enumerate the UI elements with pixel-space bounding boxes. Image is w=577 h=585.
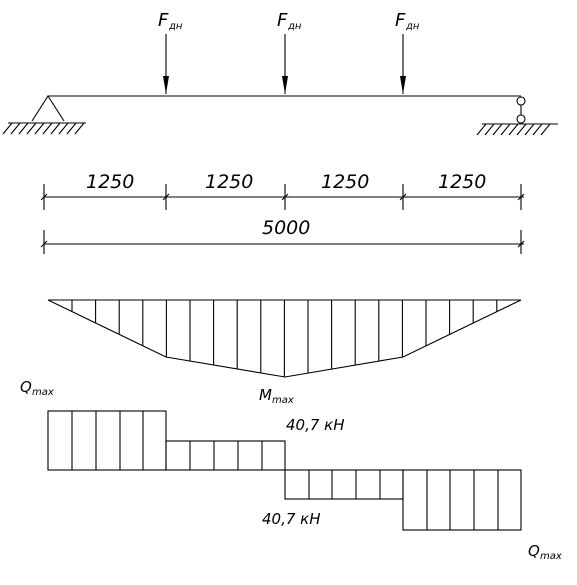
- dimension-segment-1: 1250: [86, 171, 134, 193]
- right-roller-support: [476, 96, 558, 136]
- dimension-segment-3: 1250: [321, 171, 369, 193]
- moment-diagram: [47, 299, 522, 378]
- load-label-2-main: F: [277, 10, 288, 31]
- beam-structure: [2, 94, 558, 136]
- load-label-2-sub: дн: [287, 21, 302, 32]
- load-arrow-2: F дн: [277, 10, 302, 94]
- left-pinned-support: [2, 94, 86, 135]
- load-arrow-1: F дн: [158, 10, 183, 94]
- moment-label-main: M: [259, 386, 272, 404]
- load-arrow-3: F дн: [395, 10, 420, 94]
- load-label-3-main: F: [395, 10, 406, 31]
- total-dimension-line: [40, 230, 525, 254]
- shear-value-lower: 40,7 кН: [262, 510, 321, 528]
- shear-label-right-main: Q: [528, 542, 540, 560]
- moment-label-sub: max: [272, 395, 294, 406]
- load-label-1-main: F: [158, 10, 169, 31]
- dimension-segment-4: 1250: [438, 171, 486, 193]
- segment-dimension-line: [40, 184, 525, 210]
- dimension-segment-2: 1250: [205, 171, 253, 193]
- shear-diagram: [47, 410, 522, 531]
- shear-label-right-sub: max: [540, 551, 562, 562]
- shear-value-upper: 40,7 кН: [286, 416, 345, 434]
- shear-label-left-sub: max: [32, 387, 54, 398]
- load-label-1-sub: дн: [168, 21, 183, 32]
- dimension-total: 5000: [262, 217, 310, 239]
- load-label-3-sub: дн: [405, 21, 420, 32]
- shear-label-left-main: Q: [20, 378, 32, 396]
